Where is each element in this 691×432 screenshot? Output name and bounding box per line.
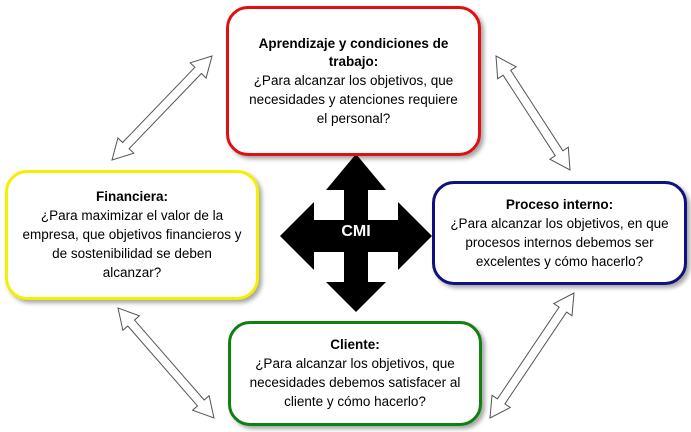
connector-bottom-left-arrow xyxy=(117,307,215,419)
financial-title: Financiera: xyxy=(95,189,169,204)
cmi-label: CMI xyxy=(341,223,371,240)
internal-process-question: ¿Para alcanzar los objetivos, en que pro… xyxy=(450,215,669,269)
customer-title: Cliente: xyxy=(330,337,380,352)
customer-box: Cliente: ¿Para alcanzar los objetivos, q… xyxy=(228,321,482,426)
financial-question: ¿Para maximizar el valor de la empresa, … xyxy=(22,208,242,280)
customer-question: ¿Para alcanzar los objetivos, que necesi… xyxy=(249,356,461,409)
financial-box: Financiera: ¿Para maximizar el valor de … xyxy=(5,170,259,300)
learning-box: Aprendizaje y condiciones de trabajo: ¿P… xyxy=(226,6,481,156)
internal-process-box: Proceso interno: ¿Para alcanzar los obje… xyxy=(432,181,687,285)
connector-top-right-arrow xyxy=(495,55,571,171)
learning-title: Aprendizaje y condiciones de trabajo: xyxy=(258,35,449,69)
connector-bottom-right-arrow xyxy=(489,292,575,419)
internal-process-title: Proceso interno: xyxy=(505,196,614,212)
connector-top-left-arrow xyxy=(111,55,213,161)
center-four-way-arrow xyxy=(280,154,432,312)
learning-question: ¿Para alcanzar los objetivos, que necesi… xyxy=(249,72,458,126)
